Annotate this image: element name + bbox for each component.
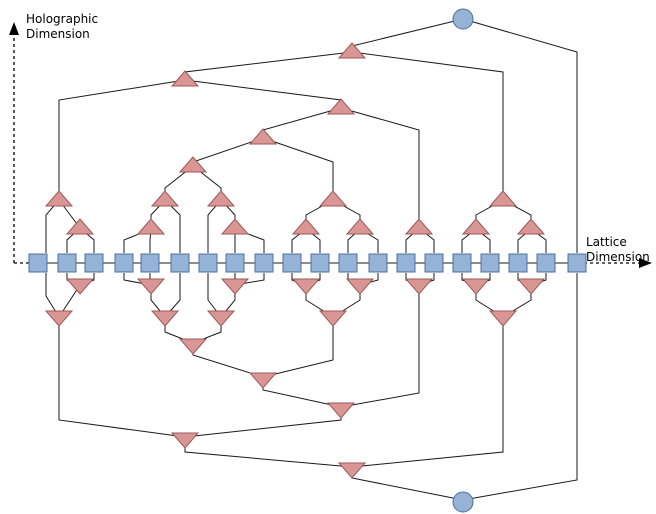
lattice-site-11: [310, 253, 330, 273]
lattice-site-2: [57, 253, 77, 273]
isometry-tensor-up-15: [345, 218, 375, 235]
isometry-tensor-down-10: [150, 310, 180, 327]
isometry-tensor-down-18: [337, 462, 367, 479]
isometry-tensor-up-18: [516, 218, 546, 235]
isometry-tensor-down-14: [178, 338, 208, 355]
isometry-tensor-down-2: [136, 278, 166, 295]
isometry-tensor-down-15: [248, 372, 278, 389]
bottom-root-node: [452, 491, 474, 513]
isometry-tensor-up-16: [404, 218, 434, 235]
lattice-site-12: [338, 253, 358, 273]
isometry-tensor-up-4: [248, 128, 278, 145]
isometry-tensor-down-13: [488, 310, 518, 327]
lattice-arrowhead: [639, 258, 652, 268]
lattice-site-18: [508, 253, 528, 273]
isometry-tensor-up-14: [291, 218, 321, 235]
holographic-axis-label: Holographic Dimension: [26, 12, 102, 41]
isometry-tensor-up-9: [318, 190, 348, 207]
root-nodes: [452, 8, 474, 513]
isometry-tensor-down-4: [291, 278, 321, 295]
lattice-site-17: [480, 253, 500, 273]
isometry-tensor-down-3: [220, 278, 250, 295]
lattice-site-20: [567, 253, 587, 273]
isometry-tensor-up-8: [206, 190, 236, 207]
isometry-tensor-up-6: [44, 190, 74, 207]
isometry-tensor-down-12: [318, 310, 348, 327]
lattice-site-10: [282, 253, 302, 273]
lattice-sites: [28, 253, 587, 273]
lattice-site-19: [536, 253, 556, 273]
isometry-tensor-up-3: [326, 98, 356, 115]
lattice-site-4: [114, 253, 134, 273]
lattice-axis-label: Lattice Dimension: [586, 235, 650, 264]
isometry-tensor-down-5: [345, 278, 375, 295]
isometry-tensor-up-11: [65, 218, 95, 235]
lattice-site-16: [452, 253, 472, 273]
isometry-tensor-down-16: [326, 402, 356, 419]
isometry-tensor-up-12: [136, 218, 166, 235]
isometry-tensor-up-13: [220, 218, 250, 235]
lattice-axis: [584, 258, 652, 268]
lattice-site-15: [424, 253, 444, 273]
isometry-tensor-up-17: [461, 218, 491, 235]
isometry-tensor-up-10: [488, 190, 518, 207]
top-root-node: [452, 8, 474, 30]
isometry-tensor-up-2: [170, 70, 200, 87]
isometry-tensor-down-6: [404, 278, 434, 295]
lattice-site-14: [396, 253, 416, 273]
lattice-site-1: [28, 253, 48, 273]
lattice-site-6: [170, 253, 190, 273]
lattice-site-13: [368, 253, 388, 273]
isometry-tensor-down-1: [65, 278, 95, 295]
lattice-site-9: [254, 253, 274, 273]
lattice-site-7: [198, 253, 218, 273]
lattice-site-5: [140, 253, 160, 273]
isometry-tensor-down-11: [206, 310, 236, 327]
isometry-tensor-down-7: [461, 278, 491, 295]
holographic-axis: [9, 22, 31, 264]
lattice-site-3: [84, 253, 104, 273]
isometry-tensor-up-7: [150, 190, 180, 207]
isometry-tensor-up-5: [178, 156, 208, 173]
holographic-arrowhead: [9, 22, 19, 35]
isometry-tensor-down-8: [516, 278, 546, 295]
tensor-nodes: [44, 42, 546, 479]
lattice-site-8: [225, 253, 245, 273]
isometry-tensor-down-9: [44, 310, 74, 327]
isometry-tensor-up-1: [337, 42, 367, 59]
isometry-tensor-down-17: [170, 432, 200, 449]
